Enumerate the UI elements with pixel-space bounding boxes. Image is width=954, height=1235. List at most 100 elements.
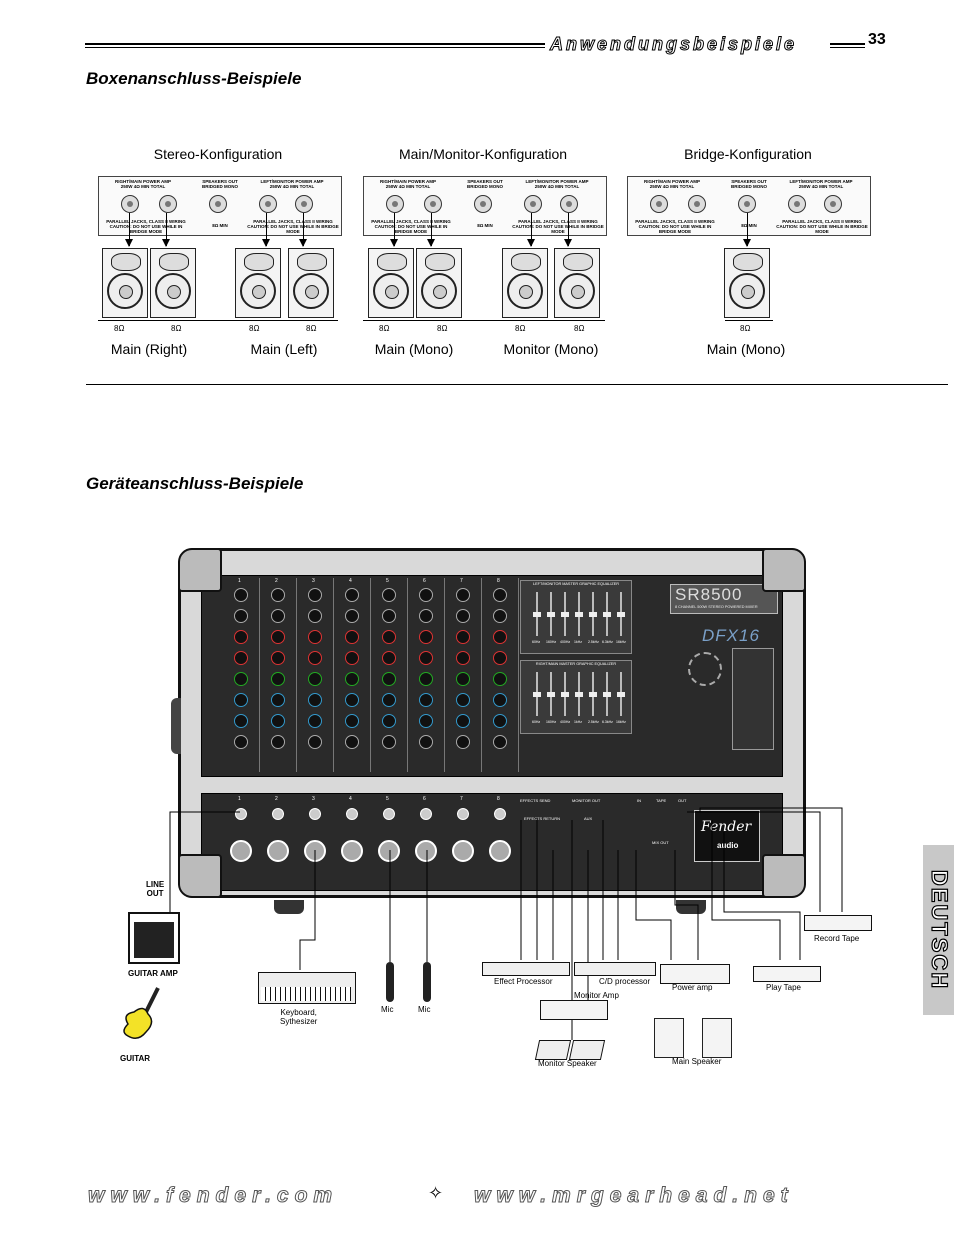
channel-knob[interactable] (456, 714, 470, 728)
channel-knob[interactable] (419, 609, 433, 623)
eq-slider[interactable] (575, 672, 583, 716)
eq-slider[interactable] (603, 672, 611, 716)
channel-knob[interactable] (308, 693, 322, 707)
channel-knob[interactable] (234, 693, 248, 707)
channel-knob[interactable] (234, 672, 248, 686)
rear-channel-number: 1 (238, 796, 241, 802)
channel-knob[interactable] (345, 588, 359, 602)
xlr-input-jack[interactable] (230, 840, 252, 862)
channel-knob[interactable] (234, 630, 248, 644)
eq-slider[interactable] (575, 592, 583, 636)
program-knob[interactable] (688, 652, 722, 686)
channel-knob[interactable] (382, 588, 396, 602)
line-input-jack[interactable] (420, 808, 432, 820)
channel-knob[interactable] (456, 609, 470, 623)
xlr-input-jack[interactable] (378, 840, 400, 862)
channel-knob[interactable] (234, 651, 248, 665)
eq-slider[interactable] (533, 592, 541, 636)
channel-knob[interactable] (419, 651, 433, 665)
eq-slider[interactable] (589, 592, 597, 636)
channel-knob[interactable] (382, 693, 396, 707)
eq-slider[interactable] (617, 672, 625, 716)
channel-knob[interactable] (493, 630, 507, 644)
channel-knob[interactable] (382, 714, 396, 728)
channel-knob[interactable] (234, 609, 248, 623)
line-input-jack[interactable] (457, 808, 469, 820)
channel-knob[interactable] (308, 714, 322, 728)
channel-knob[interactable] (456, 672, 470, 686)
eq-slider[interactable] (589, 672, 597, 716)
channel-knob[interactable] (308, 609, 322, 623)
channel-knob[interactable] (271, 693, 285, 707)
line-input-jack[interactable] (272, 808, 284, 820)
channel-knob[interactable] (382, 735, 396, 749)
channel-knob[interactable] (493, 672, 507, 686)
channel-knob[interactable] (419, 693, 433, 707)
line-input-jack[interactable] (309, 808, 321, 820)
channel-knob[interactable] (308, 630, 322, 644)
xlr-input-jack[interactable] (452, 840, 474, 862)
channel-knob[interactable] (345, 693, 359, 707)
channel-knob[interactable] (382, 672, 396, 686)
footer-url-mrgearhead[interactable]: www.mrgearhead.net (474, 1184, 794, 1208)
channel-knob[interactable] (271, 735, 285, 749)
channel-knob[interactable] (308, 651, 322, 665)
channel-knob[interactable] (419, 735, 433, 749)
channel-knob[interactable] (419, 588, 433, 602)
channel-knob[interactable] (493, 609, 507, 623)
channel-knob[interactable] (493, 735, 507, 749)
channel-knob[interactable] (345, 672, 359, 686)
footer-url-fender[interactable]: www.fender.com (87, 1184, 339, 1208)
channel-knob[interactable] (419, 630, 433, 644)
channel-knob[interactable] (419, 672, 433, 686)
channel-knob[interactable] (234, 714, 248, 728)
xlr-input-jack[interactable] (415, 840, 437, 862)
line-input-jack[interactable] (494, 808, 506, 820)
channel-knob[interactable] (493, 693, 507, 707)
eq-slider[interactable] (617, 592, 625, 636)
channel-knob[interactable] (345, 630, 359, 644)
channel-knob[interactable] (271, 714, 285, 728)
keyboard-label: Keyboard, Sythesizer (280, 1008, 318, 1026)
channel-knob[interactable] (308, 735, 322, 749)
channel-knob[interactable] (345, 714, 359, 728)
line-input-jack[interactable] (383, 808, 395, 820)
channel-knob[interactable] (493, 588, 507, 602)
eq-slider[interactable] (603, 592, 611, 636)
panel-min-ohm: 8Ω MIN (212, 223, 228, 228)
channel-knob[interactable] (456, 735, 470, 749)
channel-knob[interactable] (308, 588, 322, 602)
line-input-jack[interactable] (235, 808, 247, 820)
eq-slider[interactable] (547, 592, 555, 636)
channel-knob[interactable] (271, 588, 285, 602)
xlr-input-jack[interactable] (489, 840, 511, 862)
channel-knob[interactable] (345, 651, 359, 665)
channel-knob[interactable] (493, 651, 507, 665)
panel-label-left-monitor: LEFT/MONITOR POWER AMP 250W 4Ω MIN TOTAL (525, 179, 589, 189)
channel-knob[interactable] (456, 651, 470, 665)
eq-slider[interactable] (533, 672, 541, 716)
channel-knob[interactable] (271, 651, 285, 665)
channel-knob[interactable] (419, 714, 433, 728)
xlr-input-jack[interactable] (341, 840, 363, 862)
channel-knob[interactable] (382, 651, 396, 665)
channel-knob[interactable] (493, 714, 507, 728)
eq-slider[interactable] (561, 592, 569, 636)
line-input-jack[interactable] (346, 808, 358, 820)
eq-slider[interactable] (561, 672, 569, 716)
channel-knob[interactable] (234, 588, 248, 602)
channel-knob[interactable] (382, 609, 396, 623)
channel-knob[interactable] (271, 672, 285, 686)
channel-knob[interactable] (345, 735, 359, 749)
xlr-input-jack[interactable] (267, 840, 289, 862)
channel-knob[interactable] (271, 630, 285, 644)
channel-knob[interactable] (308, 672, 322, 686)
channel-knob[interactable] (456, 693, 470, 707)
channel-knob[interactable] (271, 609, 285, 623)
channel-knob[interactable] (345, 609, 359, 623)
channel-knob[interactable] (456, 588, 470, 602)
channel-knob[interactable] (456, 630, 470, 644)
channel-knob[interactable] (382, 630, 396, 644)
channel-knob[interactable] (234, 735, 248, 749)
eq-slider[interactable] (547, 672, 555, 716)
